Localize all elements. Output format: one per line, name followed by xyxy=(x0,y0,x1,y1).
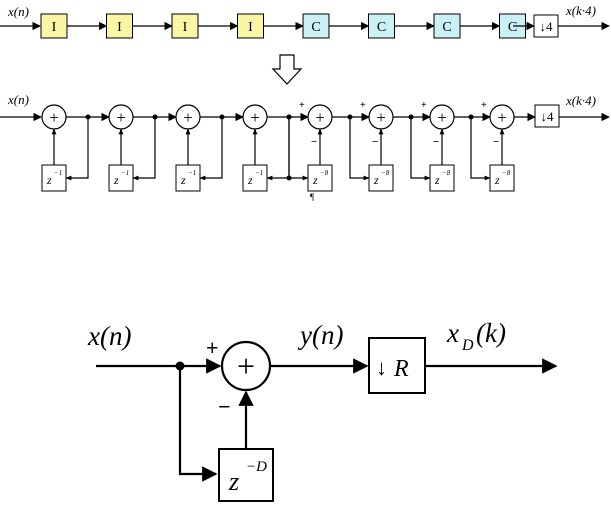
comb-output-sub: D xyxy=(461,337,474,354)
integrator-adder-1-symbol: + xyxy=(49,108,59,127)
top-stage-label-4: I xyxy=(248,20,253,35)
comb-delay-3-base: z xyxy=(434,173,440,187)
comb-adder-4-symbol: + xyxy=(497,108,507,127)
comb-minus-sign-3: − xyxy=(433,136,439,148)
comb-delay-4-exp: −8 xyxy=(502,169,511,177)
comb-delay-4-base: z xyxy=(494,173,500,187)
top-stage-label-8: C xyxy=(508,20,517,35)
comb-output-arg: (k) xyxy=(476,318,506,348)
comb-delay-4-box xyxy=(489,164,515,192)
comb-feedforward-wire-4 xyxy=(470,117,491,181)
top-input-label: x(n) xyxy=(7,4,29,19)
top-stage-label-7: C xyxy=(442,20,451,35)
comb-feedforward-wire-1 xyxy=(288,117,309,181)
integrator-feedback-wire-3 xyxy=(199,117,223,181)
top-stage-box-3 xyxy=(171,13,199,39)
comb-decimator-factor: R xyxy=(393,356,409,382)
comb-plus-sign-2: + xyxy=(360,100,366,111)
middle-decimator-box xyxy=(534,104,560,128)
comb-minus-sign: − xyxy=(218,394,231,419)
top-stage-label-1: I xyxy=(52,20,57,35)
integrator-adder-2-symbol: + xyxy=(116,108,126,127)
comb-delay-1-box xyxy=(307,164,333,192)
comb-delay-exp: −D xyxy=(246,459,267,475)
comb-adder-symbol: + xyxy=(237,348,255,384)
integrator-feedback-wire-2 xyxy=(132,117,156,181)
comb-minus-sign-1: − xyxy=(311,136,317,148)
middle-decimator-label: ↓4 xyxy=(541,109,555,124)
integrator-delay-3-base: z xyxy=(180,173,186,187)
integrator-delay-3-exp: −1 xyxy=(188,169,196,177)
top-chain: x(n) I I I I C C C C ↓4 x(k·4) xyxy=(0,3,610,39)
comb-feedforward-wire xyxy=(178,366,218,482)
stray-mark: ¶ xyxy=(310,192,314,202)
comb-plus-sign-3: + xyxy=(421,100,427,111)
comb-input-label: x(n) xyxy=(87,321,131,351)
comb-decimator-arrow: ↓ xyxy=(376,355,387,380)
comb-output-base: x xyxy=(446,318,459,348)
integrator-delay-2-exp: −1 xyxy=(121,169,129,177)
comb-intermediate-label: y(n) xyxy=(297,320,343,350)
comb-delay-box xyxy=(218,448,274,502)
integrator-delay-1-base: z xyxy=(46,173,52,187)
comb-adder-1-symbol: + xyxy=(315,108,325,127)
top-stage-box-4 xyxy=(237,13,264,39)
middle-input-label: x(n) xyxy=(7,92,29,107)
transform-arrow-icon xyxy=(271,54,303,85)
middle-output-label: x(k·4) xyxy=(565,93,596,108)
integrator-delay-4-base: z xyxy=(247,173,253,187)
integrator-delay-2-box xyxy=(108,164,134,192)
comb-feedforward-wire-2 xyxy=(349,117,370,181)
middle-stage-group: +z−1+z−1+z−1+z−1+z−8+−+z−8+−+z−8+−+z−8+− xyxy=(41,100,515,192)
integrator-feedback-wire-1 xyxy=(65,117,89,181)
shared-junction-dot xyxy=(286,175,292,181)
comb-delay-1-exp: −8 xyxy=(320,169,329,177)
integrator-adder-3-symbol: + xyxy=(183,108,193,127)
top-stage-label-3: I xyxy=(183,20,188,35)
comb-delay-base: z xyxy=(228,467,239,496)
middle-chain: x(n) +z−1+z−1+z−1+z−1+z−8+−+z−8+−+z−8+−+… xyxy=(0,92,610,202)
comb-plus-sign-1: + xyxy=(299,100,305,111)
integrator-adder-4-symbol: + xyxy=(250,108,260,127)
comb-delay-2-base: z xyxy=(373,173,379,187)
top-stage-label-5: C xyxy=(311,20,320,35)
comb-plus-sign-4: + xyxy=(481,100,487,111)
comb-decimator-box xyxy=(368,337,426,394)
top-output-label: x(k·4) xyxy=(565,3,596,18)
comb-delay-3-exp: −8 xyxy=(442,169,451,177)
top-stage-label-2: I xyxy=(117,20,122,35)
comb-plus-sign: + xyxy=(206,335,219,360)
comb-tap-1 xyxy=(286,114,292,120)
comb-minus-sign-4: − xyxy=(493,136,499,148)
comb-delay-1-base: z xyxy=(312,173,318,187)
comb-feedforward-wire-3 xyxy=(410,117,431,181)
comb-delay-2-exp: −8 xyxy=(381,169,390,177)
top-stage-box-5 xyxy=(302,13,330,39)
top-stage-box-6 xyxy=(368,13,395,39)
integrator-feedback-wire-4 xyxy=(266,117,290,181)
top-stage-label-6: C xyxy=(377,20,386,35)
integrator-delay-2-base: z xyxy=(113,173,119,187)
comb-adder-3-symbol: + xyxy=(437,108,447,127)
top-decimator-label: ↓4 xyxy=(540,19,554,34)
integrator-delay-1-exp: −1 xyxy=(54,169,62,177)
comb-adder-2-symbol: + xyxy=(376,108,386,127)
comb-minus-sign-2: − xyxy=(372,136,378,148)
comb-diagram: x(n) + + − z −D y(n) ↓ R x D (k) xyxy=(87,318,558,502)
integrator-delay-4-exp: −1 xyxy=(255,169,263,177)
